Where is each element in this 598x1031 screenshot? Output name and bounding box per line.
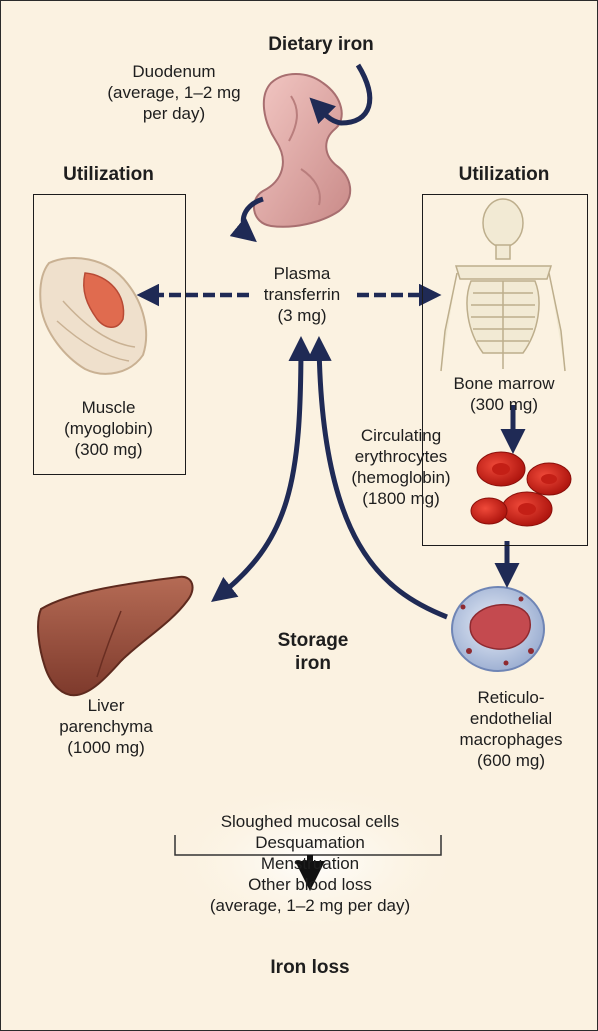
- liver-illustration: [38, 577, 193, 695]
- loss-average-label: (average, 1–2 mg per day): [151, 895, 469, 916]
- utilization-right-heading: Utilization: [422, 163, 586, 186]
- iron-loss-sources: Sloughed mucosal cells Desquamation Mens…: [151, 811, 469, 895]
- bone-marrow-label: Bone marrow (300 mg): [422, 373, 586, 415]
- muscle-label: Muscle (myoglobin) (300 mg): [33, 397, 184, 460]
- dietary-iron-label: Dietary iron: [239, 33, 403, 56]
- storage-iron-label: Storage iron: [247, 629, 379, 675]
- plasma-transferrin-label: Plasma transferrin (3 mg): [245, 263, 359, 326]
- macrophages-label: Reticulo- endothelial macrophages (600 m…: [435, 687, 587, 771]
- duodenum-illustration: [254, 74, 350, 227]
- iron-loss-label: Iron loss: [231, 956, 389, 979]
- liver-label: Liver parenchyma (1000 mg): [31, 695, 181, 758]
- macrophage-illustration: [452, 587, 544, 671]
- arrow-plasma-liver-exchange: [215, 341, 301, 599]
- erythrocytes-label: Circulating erythrocytes (hemoglobin) (1…: [329, 425, 473, 509]
- utilization-left-heading: Utilization: [33, 163, 184, 186]
- duodenum-label: Duodenum (average, 1–2 mg per day): [89, 61, 259, 124]
